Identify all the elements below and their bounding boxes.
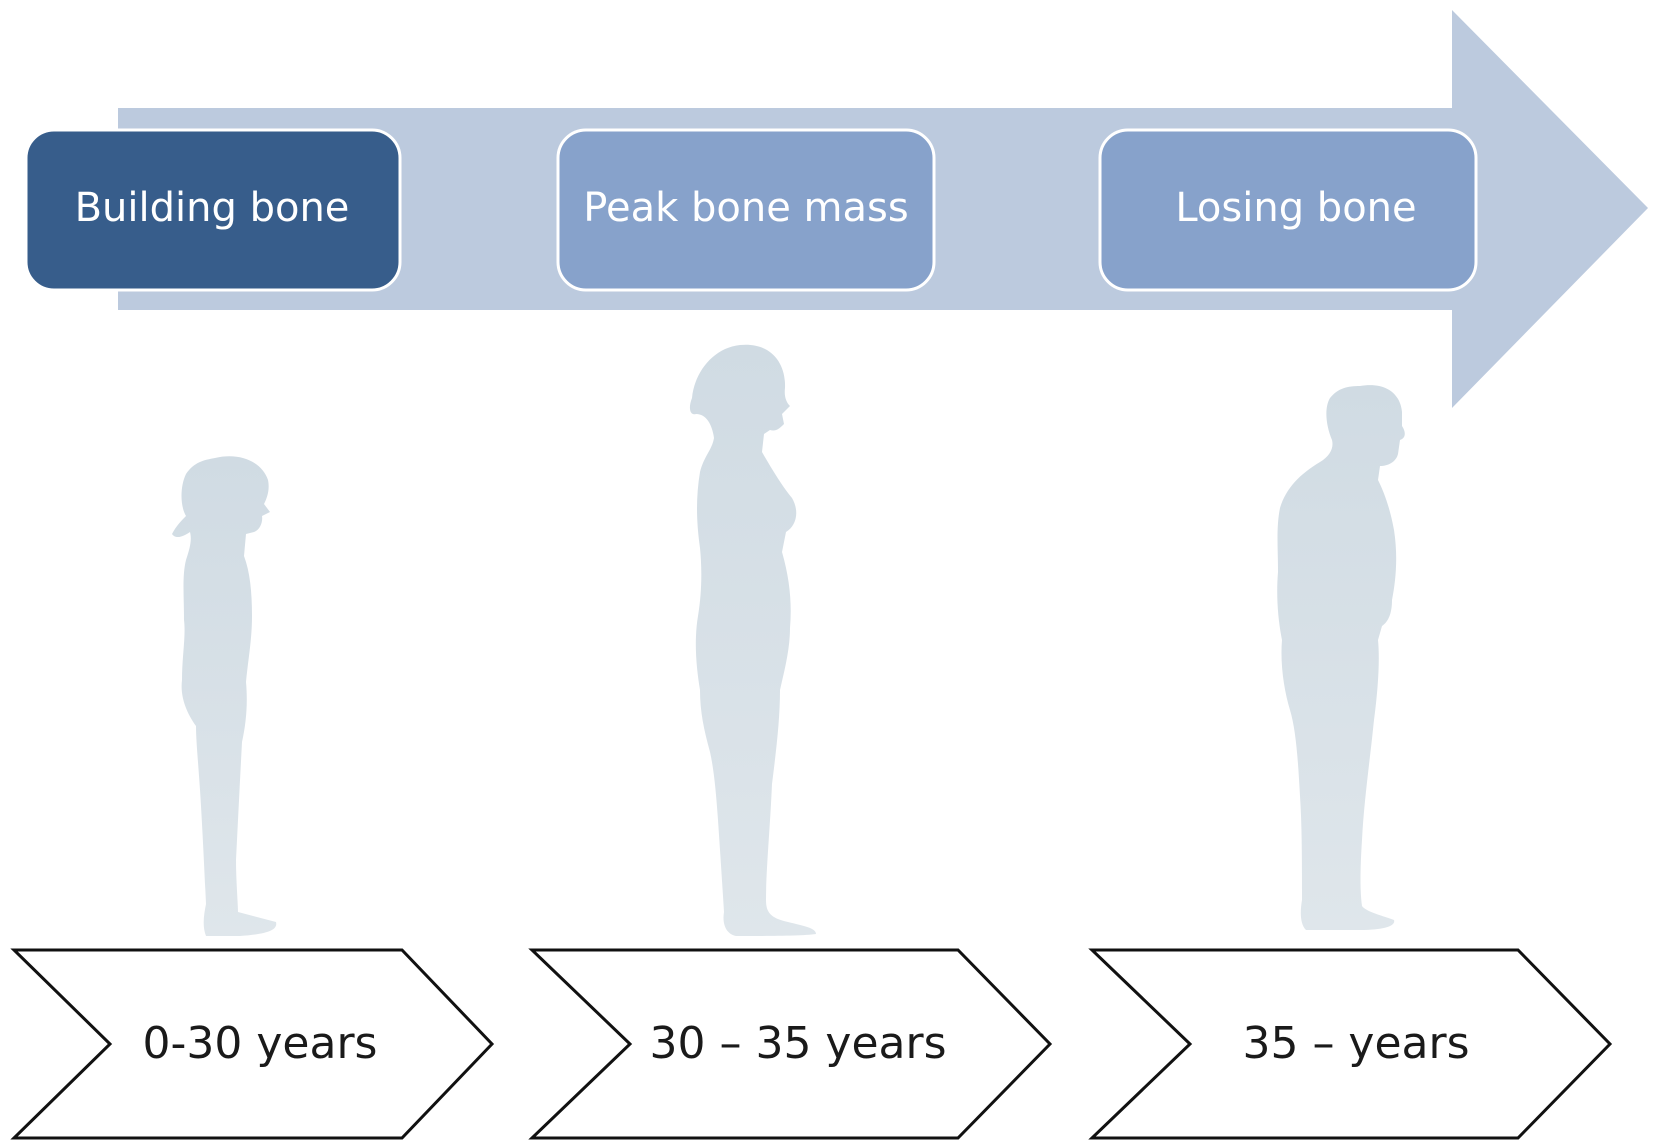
phase-label-building: Building bone <box>75 185 350 231</box>
phase-box-peak: Peak bone mass <box>558 130 934 290</box>
adult-woman-silhouette <box>690 345 816 936</box>
age-chevron-30-35: 30 – 35 years <box>532 950 1050 1138</box>
child-silhouette <box>172 456 276 936</box>
phase-label-losing: Losing bone <box>1175 185 1416 231</box>
phase-box-losing: Losing bone <box>1100 130 1476 290</box>
age-chevron-0-30: 0-30 years <box>14 950 492 1138</box>
phase-box-building: Building bone <box>26 130 400 290</box>
phase-label-peak: Peak bone mass <box>583 185 908 231</box>
age-label-30-35: 30 – 35 years <box>649 1018 946 1069</box>
age-chevron-35-plus: 35 – years <box>1092 950 1610 1138</box>
age-label-0-30: 0-30 years <box>143 1018 378 1069</box>
older-stooped-silhouette <box>1277 385 1405 930</box>
age-label-35-plus: 35 – years <box>1242 1018 1469 1069</box>
